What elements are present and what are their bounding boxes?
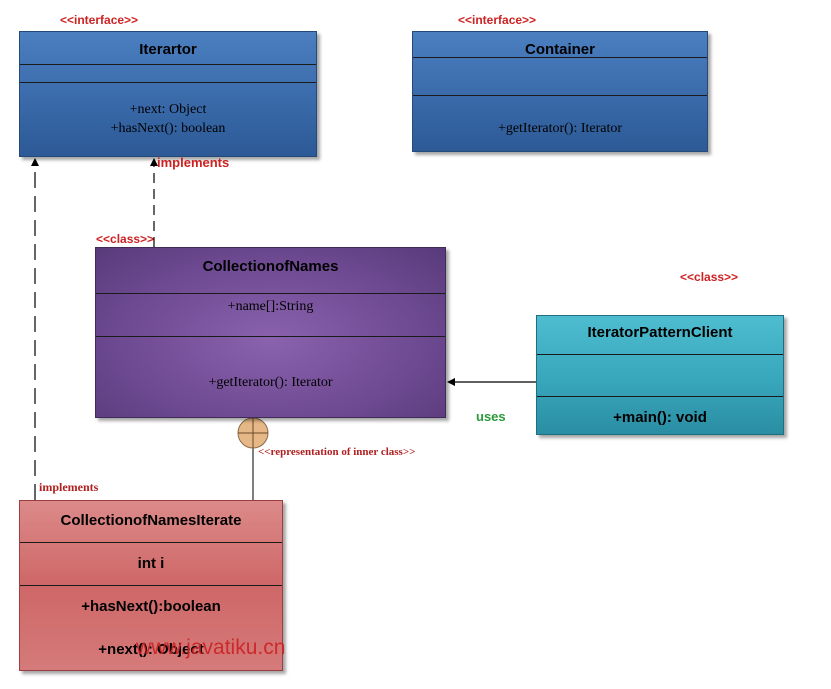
divider [96,293,445,294]
divider [413,95,707,96]
class-collectionofnamesiterate[interactable]: CollectionofNamesIterate int i +hasNext(… [19,500,283,671]
divider [20,64,316,65]
operation-main: +main(): void [613,409,707,426]
divider [537,354,783,355]
divider [537,396,783,397]
divider [96,336,445,337]
label-implements-bottom: implements [39,480,99,494]
operation-hasnext: +hasNext(): boolean [110,121,226,136]
class-iterartor[interactable]: Iterartor +next: Object +hasNext(): bool… [19,31,317,157]
divider [20,82,316,83]
divider [20,585,282,586]
class-iteratorpatternclient[interactable]: IteratorPatternClient +main(): void [536,315,784,435]
label-uses: uses [476,409,506,424]
class-name-container: Container [524,41,595,58]
inner-class-circle-icon [237,417,269,449]
watermark: www.javatiku.cn [136,636,286,659]
operation-getiterator: +getIterator(): Iterator [208,375,333,390]
operation-next: +next(): Object [98,641,204,658]
class-collectionofnames[interactable]: CollectionofNames +name[]:String +getIte… [95,247,446,418]
stereotype-container: <<interface>> [458,13,537,27]
label-inner-class: <<representation of inner class>> [258,446,416,458]
operation-next: +next: Object [129,102,207,117]
class-name-collectionofnamesiterate: CollectionofNamesIterate [60,512,242,529]
attribute-name: +name[]:String [227,299,314,314]
stereotype-client: <<class>> [680,270,739,284]
stereotype-collection: <<class>> [96,232,155,246]
attribute-int-i: int i [137,555,165,572]
stereotype-iterartor: <<interface>> [60,13,139,27]
operation-hasnext: +hasNext():boolean [81,598,221,615]
operation-getiterator: +getIterator(): Iterator [497,121,623,136]
class-name-collectionofnames: CollectionofNames [202,258,339,275]
class-name-iteratorpatternclient: IteratorPatternClient [587,324,733,341]
label-implements-top: implements [157,155,230,170]
divider [20,542,282,543]
divider [413,57,707,58]
class-name-iterartor: Iterartor [139,41,197,58]
class-container[interactable]: Container +getIterator(): Iterator [412,31,708,152]
